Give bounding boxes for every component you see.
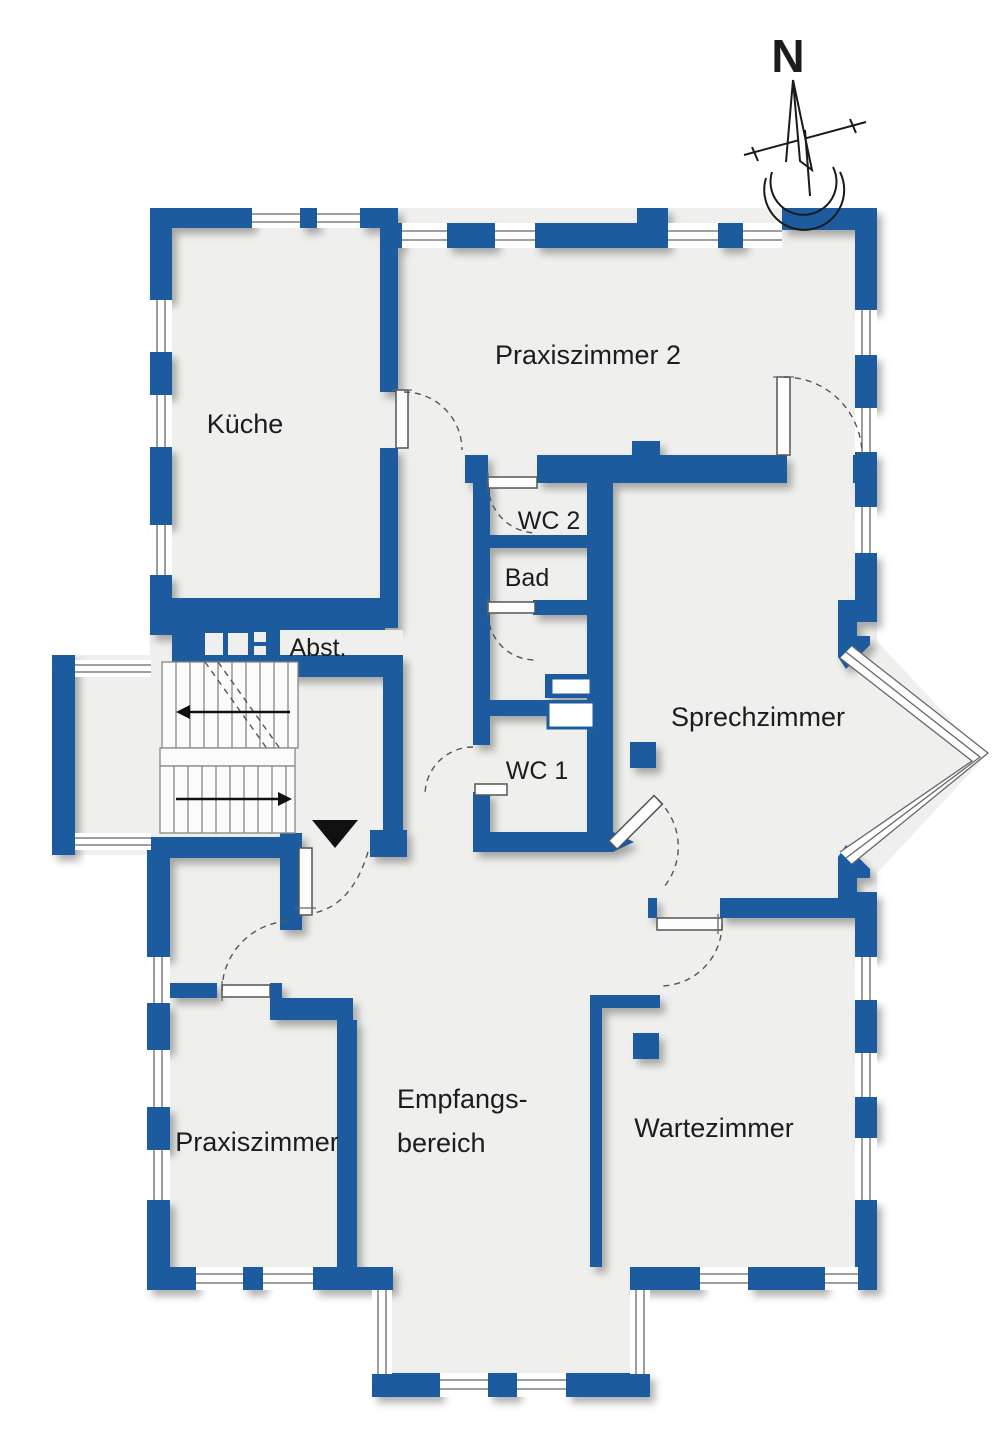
wartezimmer-door [656, 917, 723, 931]
compass-arc-outer [763, 171, 846, 231]
label-wartezimmer: Wartezimmer [634, 1113, 794, 1143]
window-left-group [147, 300, 172, 1200]
bad-door [487, 601, 536, 614]
bay-notch-bottom [838, 845, 877, 912]
staircase [159, 661, 299, 834]
shaft-box [546, 700, 596, 730]
corridor-wall [383, 677, 403, 833]
wartezimmer-left-wall [590, 1008, 602, 1267]
understairs-wall [150, 837, 302, 858]
compass-north-label: N [771, 30, 804, 82]
label-empfangsbereich-line1: Empfangs- [397, 1084, 528, 1114]
wc2-bad-divider [473, 535, 587, 548]
wc-right-wall [587, 483, 613, 845]
label-sprechzimmer: Sprechzimmer [671, 702, 845, 732]
sprechzimmer-bottom-wall [720, 898, 877, 918]
windows [75, 208, 990, 1397]
wc1-door [474, 783, 508, 796]
landing-outer-wall [52, 655, 75, 855]
label-bad: Bad [505, 564, 549, 592]
label-wc1: WC 1 [506, 757, 569, 785]
abst-shelf [280, 618, 385, 630]
bay-window [839, 645, 990, 865]
bay-floor [850, 612, 985, 902]
label-wc2: WC 2 [518, 507, 581, 535]
room-labels: Küche Praxiszimmer 2 WC 2 Bad Sprechzimm… [175, 340, 845, 1158]
wc-left-wall [473, 483, 490, 745]
label-praxiszimmer: Praxiszimmer [175, 1127, 339, 1157]
label-praxiszimmer2: Praxiszimmer 2 [495, 340, 681, 370]
wc2-door [487, 476, 538, 489]
stair-landing [159, 747, 296, 767]
entrance-door [298, 847, 313, 916]
stair-upper-flight [161, 661, 299, 749]
kueche-right-wall [380, 228, 398, 392]
label-abst: Abst. [290, 634, 347, 662]
window-right-group [855, 310, 877, 1200]
doors [221, 376, 863, 1001]
stair-break-line [204, 661, 269, 751]
kueche-door [395, 389, 409, 449]
window-top-group [252, 208, 782, 248]
label-empfangsbereich-line2: bereich [397, 1128, 486, 1158]
abst-niche [280, 630, 403, 655]
praxiszimmer-door [221, 984, 271, 998]
praxiszimmer2-door [776, 376, 791, 456]
compass-rose: N [743, 30, 867, 231]
column-sprechzimmer [630, 742, 656, 768]
entrance-arrow [312, 820, 358, 848]
utility-openings [205, 630, 596, 730]
praxiszimmer-right-wall [337, 1020, 357, 1267]
label-kueche: Küche [207, 409, 284, 439]
column-wartezimmer [633, 1033, 659, 1059]
compass-needle [792, 79, 814, 173]
window-landing-group [75, 660, 151, 850]
window-bottom-group [196, 1267, 858, 1397]
